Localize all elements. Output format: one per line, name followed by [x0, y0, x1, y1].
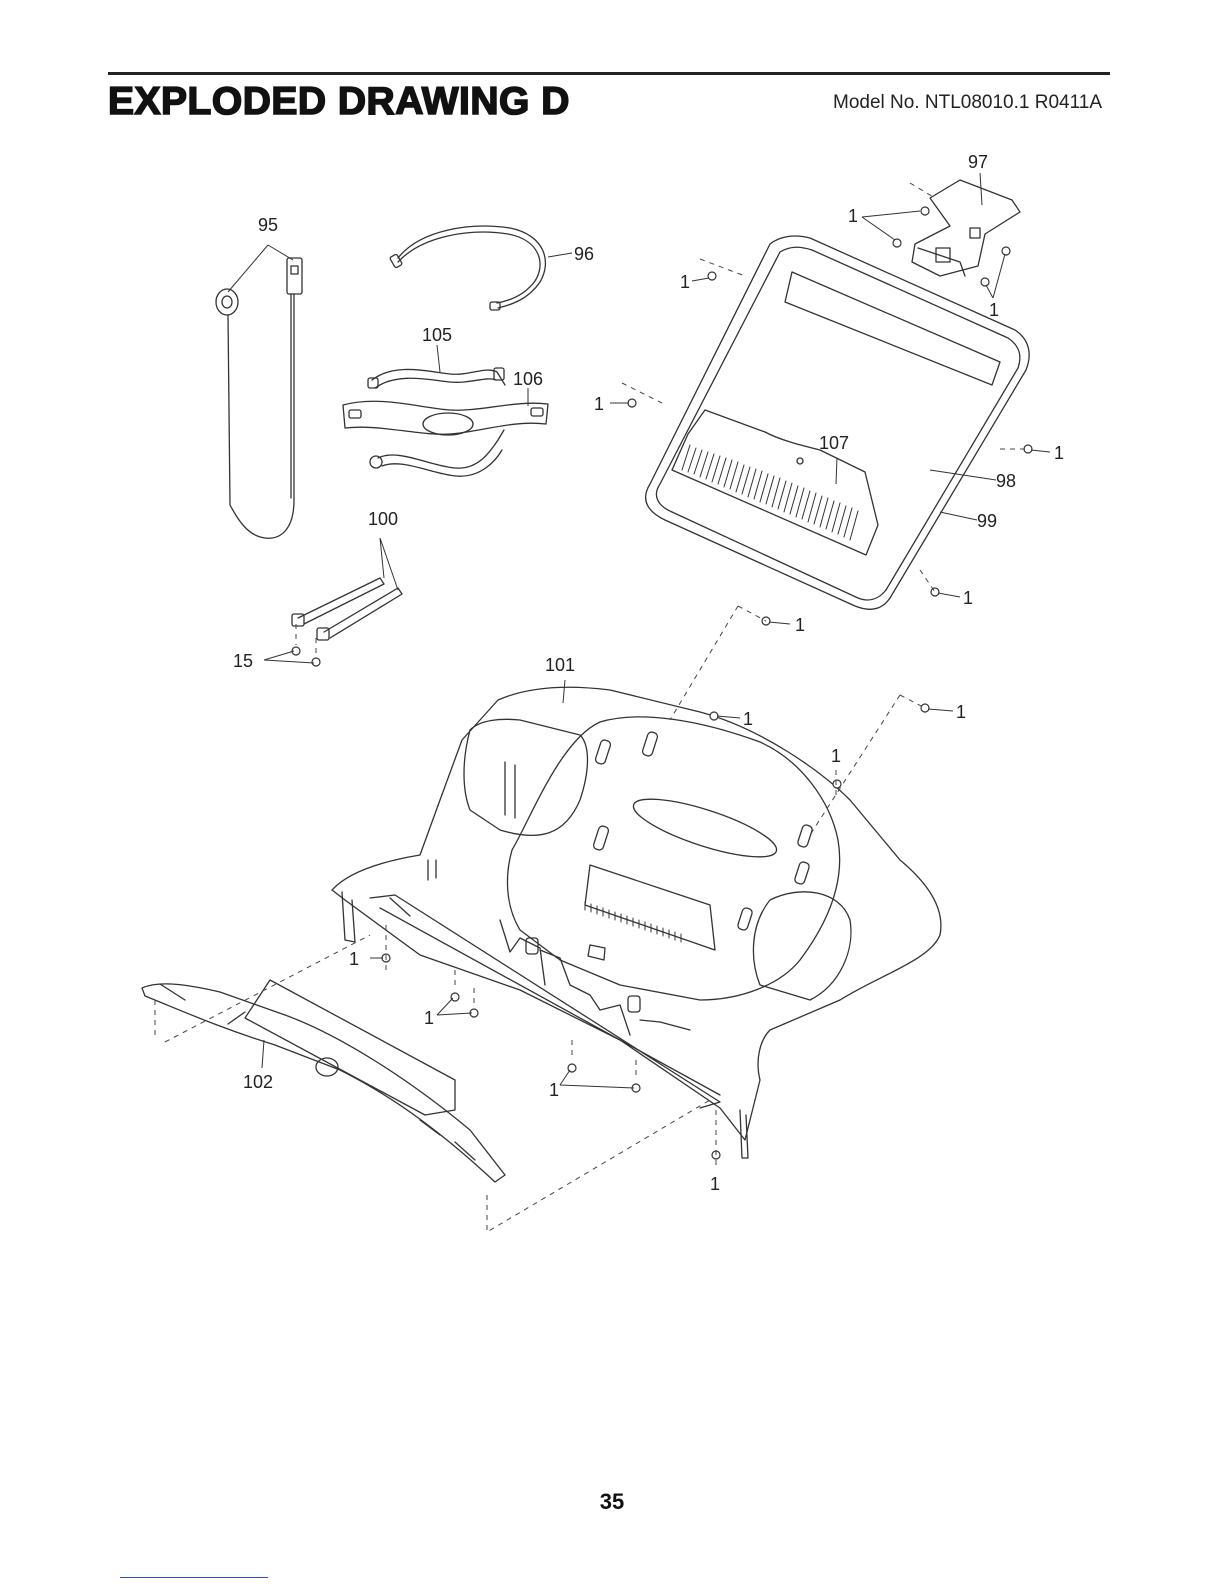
- callout-labels: 95 96 97 1 1 1 105 106 1 107 1 98 99 100…: [233, 152, 1064, 1194]
- callout-99: 99: [977, 511, 997, 531]
- callout-95: 95: [258, 215, 278, 235]
- screw: [628, 399, 636, 407]
- callout-98: 98: [996, 471, 1016, 491]
- callout-105: 105: [422, 325, 452, 345]
- callout-1: 1: [710, 1174, 720, 1194]
- screw: [931, 588, 939, 596]
- screw: [451, 993, 459, 1001]
- screw: [921, 704, 929, 712]
- callout-101: 101: [545, 655, 575, 675]
- screw: [981, 278, 989, 286]
- callout-1: 1: [956, 702, 966, 722]
- assembly-lines: [155, 183, 1028, 1232]
- callout-15: 15: [233, 651, 253, 671]
- part-99-console-back: [646, 236, 1030, 609]
- part-96-cable: [390, 226, 546, 310]
- part-100-cable-ties: [292, 578, 402, 640]
- screw: [710, 712, 718, 720]
- callout-1: 1: [549, 1080, 559, 1100]
- callout-106: 106: [513, 369, 543, 389]
- screw: [312, 658, 320, 666]
- part-95-safety-key: [216, 258, 302, 538]
- callout-1: 1: [743, 709, 753, 729]
- callout-102: 102: [243, 1072, 273, 1092]
- callout-97: 97: [968, 152, 988, 172]
- callout-1: 1: [594, 394, 604, 414]
- screw: [1002, 247, 1010, 255]
- callout-1: 1: [1054, 443, 1064, 463]
- callout-100: 100: [368, 509, 398, 529]
- callout-1: 1: [349, 949, 359, 969]
- callout-1: 1: [848, 206, 858, 226]
- callout-1: 1: [831, 746, 841, 766]
- callout-1: 1: [424, 1008, 434, 1028]
- part-102-front-trim: [142, 980, 505, 1182]
- callout-1: 1: [989, 300, 999, 320]
- screw: [893, 239, 901, 247]
- part-107-console-vent: [672, 410, 878, 555]
- footer-link-underline: [120, 1577, 268, 1578]
- callout-1: 1: [795, 615, 805, 635]
- screws: [292, 207, 1032, 1159]
- callout-96: 96: [574, 244, 594, 264]
- screw: [921, 207, 929, 215]
- screw: [708, 272, 716, 280]
- screw: [1024, 445, 1032, 453]
- page-number: 35: [0, 1489, 1224, 1515]
- screw: [833, 780, 841, 788]
- callout-1: 1: [680, 272, 690, 292]
- callout-1: 1: [963, 588, 973, 608]
- callout-107: 107: [819, 433, 849, 453]
